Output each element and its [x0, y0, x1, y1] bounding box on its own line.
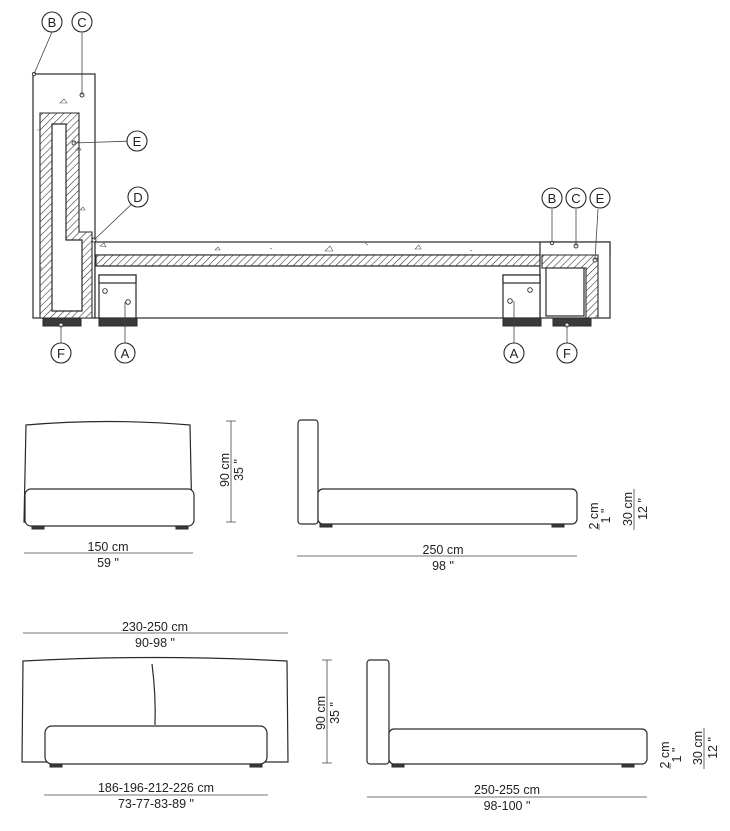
- callout-b-left: [41, 11, 63, 33]
- callout-f-right-label: F: [563, 346, 571, 361]
- double-length-cm: 250 cm: [423, 543, 464, 557]
- callout-c-right-label: C: [571, 191, 580, 206]
- king-base-cm: 30 cm: [691, 731, 705, 765]
- king-side-headboard: [366, 659, 390, 765]
- callout-b-right-label: B: [548, 191, 557, 206]
- callout-c-left-label: C: [77, 15, 86, 30]
- double-bed-front-view: 90 cm 35 " 150 cm 59 ": [23, 420, 246, 570]
- double-side-headboard: [297, 419, 319, 525]
- callout-e-right-label: E: [596, 191, 605, 206]
- callout-b-left-label: B: [48, 15, 57, 30]
- double-side-base: [317, 488, 578, 525]
- callout-d: [127, 186, 149, 208]
- callout-a-left-label: A: [121, 346, 130, 361]
- double-front-leg-left: [31, 525, 45, 530]
- king-mattress-base: [44, 725, 268, 765]
- callout-e-left: [126, 130, 148, 152]
- callout-f-left: [50, 342, 72, 364]
- callout-b-right: [541, 187, 563, 209]
- double-side-leg-right: [551, 523, 565, 528]
- callout-e-left-label: E: [133, 134, 142, 149]
- king-height-in: 35 ": [328, 702, 342, 724]
- king-side-base: [388, 728, 648, 765]
- king-front-leg-right: [249, 763, 263, 768]
- king-side-leg-left: [391, 763, 405, 768]
- double-base-in: 12 ": [636, 498, 650, 520]
- double-front-leg-right: [175, 525, 189, 530]
- double-height-cm: 90 cm: [218, 453, 232, 487]
- king-height-cm: 90 cm: [314, 696, 328, 730]
- double-leg-in: 1 ": [599, 509, 613, 524]
- callout-c-right: [565, 187, 587, 209]
- section-view: B C E D B C E F A A F: [31, 11, 611, 364]
- king-length-in: 98-100 ": [484, 799, 531, 813]
- king-headboard-seam: [151, 663, 156, 726]
- callout-e-right: [589, 187, 611, 209]
- callout-d-label: D: [133, 190, 142, 205]
- king-mattress-width-cm: 186-196-212-226 cm: [98, 781, 214, 795]
- king-bed-side-view: 250-255 cm 98-100 " 2 cm 1 " 30 cm 12 ": [366, 659, 720, 813]
- double-side-leg-left: [319, 523, 333, 528]
- callout-f-left-label: F: [57, 346, 65, 361]
- double-mattress-base: [24, 488, 195, 527]
- callout-f-right: [556, 342, 578, 364]
- bracket-left-top: [98, 274, 137, 284]
- double-base-cm: 30 cm: [621, 492, 635, 526]
- leg-right: [552, 317, 592, 327]
- king-overall-width-in: 90-98 ": [135, 636, 175, 650]
- double-leg-cm: 2 cm: [587, 502, 601, 529]
- double-width-cm: 150 cm: [88, 540, 129, 554]
- callout-a-left: [114, 342, 136, 364]
- headboard-frame-core: [51, 123, 83, 312]
- king-mattress-width-in: 73-77-83-89 ": [118, 797, 194, 811]
- king-base-in: 12 ": [706, 737, 720, 759]
- king-overall-width-cm: 230-250 cm: [122, 620, 188, 634]
- leg-inner-left: [98, 317, 138, 327]
- double-length-in: 98 ": [432, 559, 454, 573]
- bracket-right-top: [502, 274, 541, 284]
- callout-a-right-label: A: [510, 346, 519, 361]
- king-bed-front-view: 230-250 cm 90-98 " 90 cm 35 " 186-196-21…: [21, 620, 342, 811]
- platform-board-hatch: [95, 254, 541, 267]
- footboard-frame-core: [545, 267, 585, 317]
- double-width-in: 59 ": [97, 556, 119, 570]
- double-height-in: 35 ": [232, 459, 246, 481]
- king-length-cm: 250-255 cm: [474, 783, 540, 797]
- king-leg-cm: 2 cm: [658, 741, 672, 768]
- king-side-leg-right: [621, 763, 635, 768]
- leg-inner-right: [502, 317, 542, 327]
- platform-body: [94, 265, 541, 319]
- callout-c-left: [71, 11, 93, 33]
- callout-a-right: [503, 342, 525, 364]
- top-foam-layer: [94, 241, 611, 256]
- king-front-leg-left: [49, 763, 63, 768]
- double-bed-side-view: 250 cm 98 " 2 cm 1 " 30 cm 12 ": [297, 419, 650, 573]
- king-leg-in: 1 ": [670, 748, 684, 763]
